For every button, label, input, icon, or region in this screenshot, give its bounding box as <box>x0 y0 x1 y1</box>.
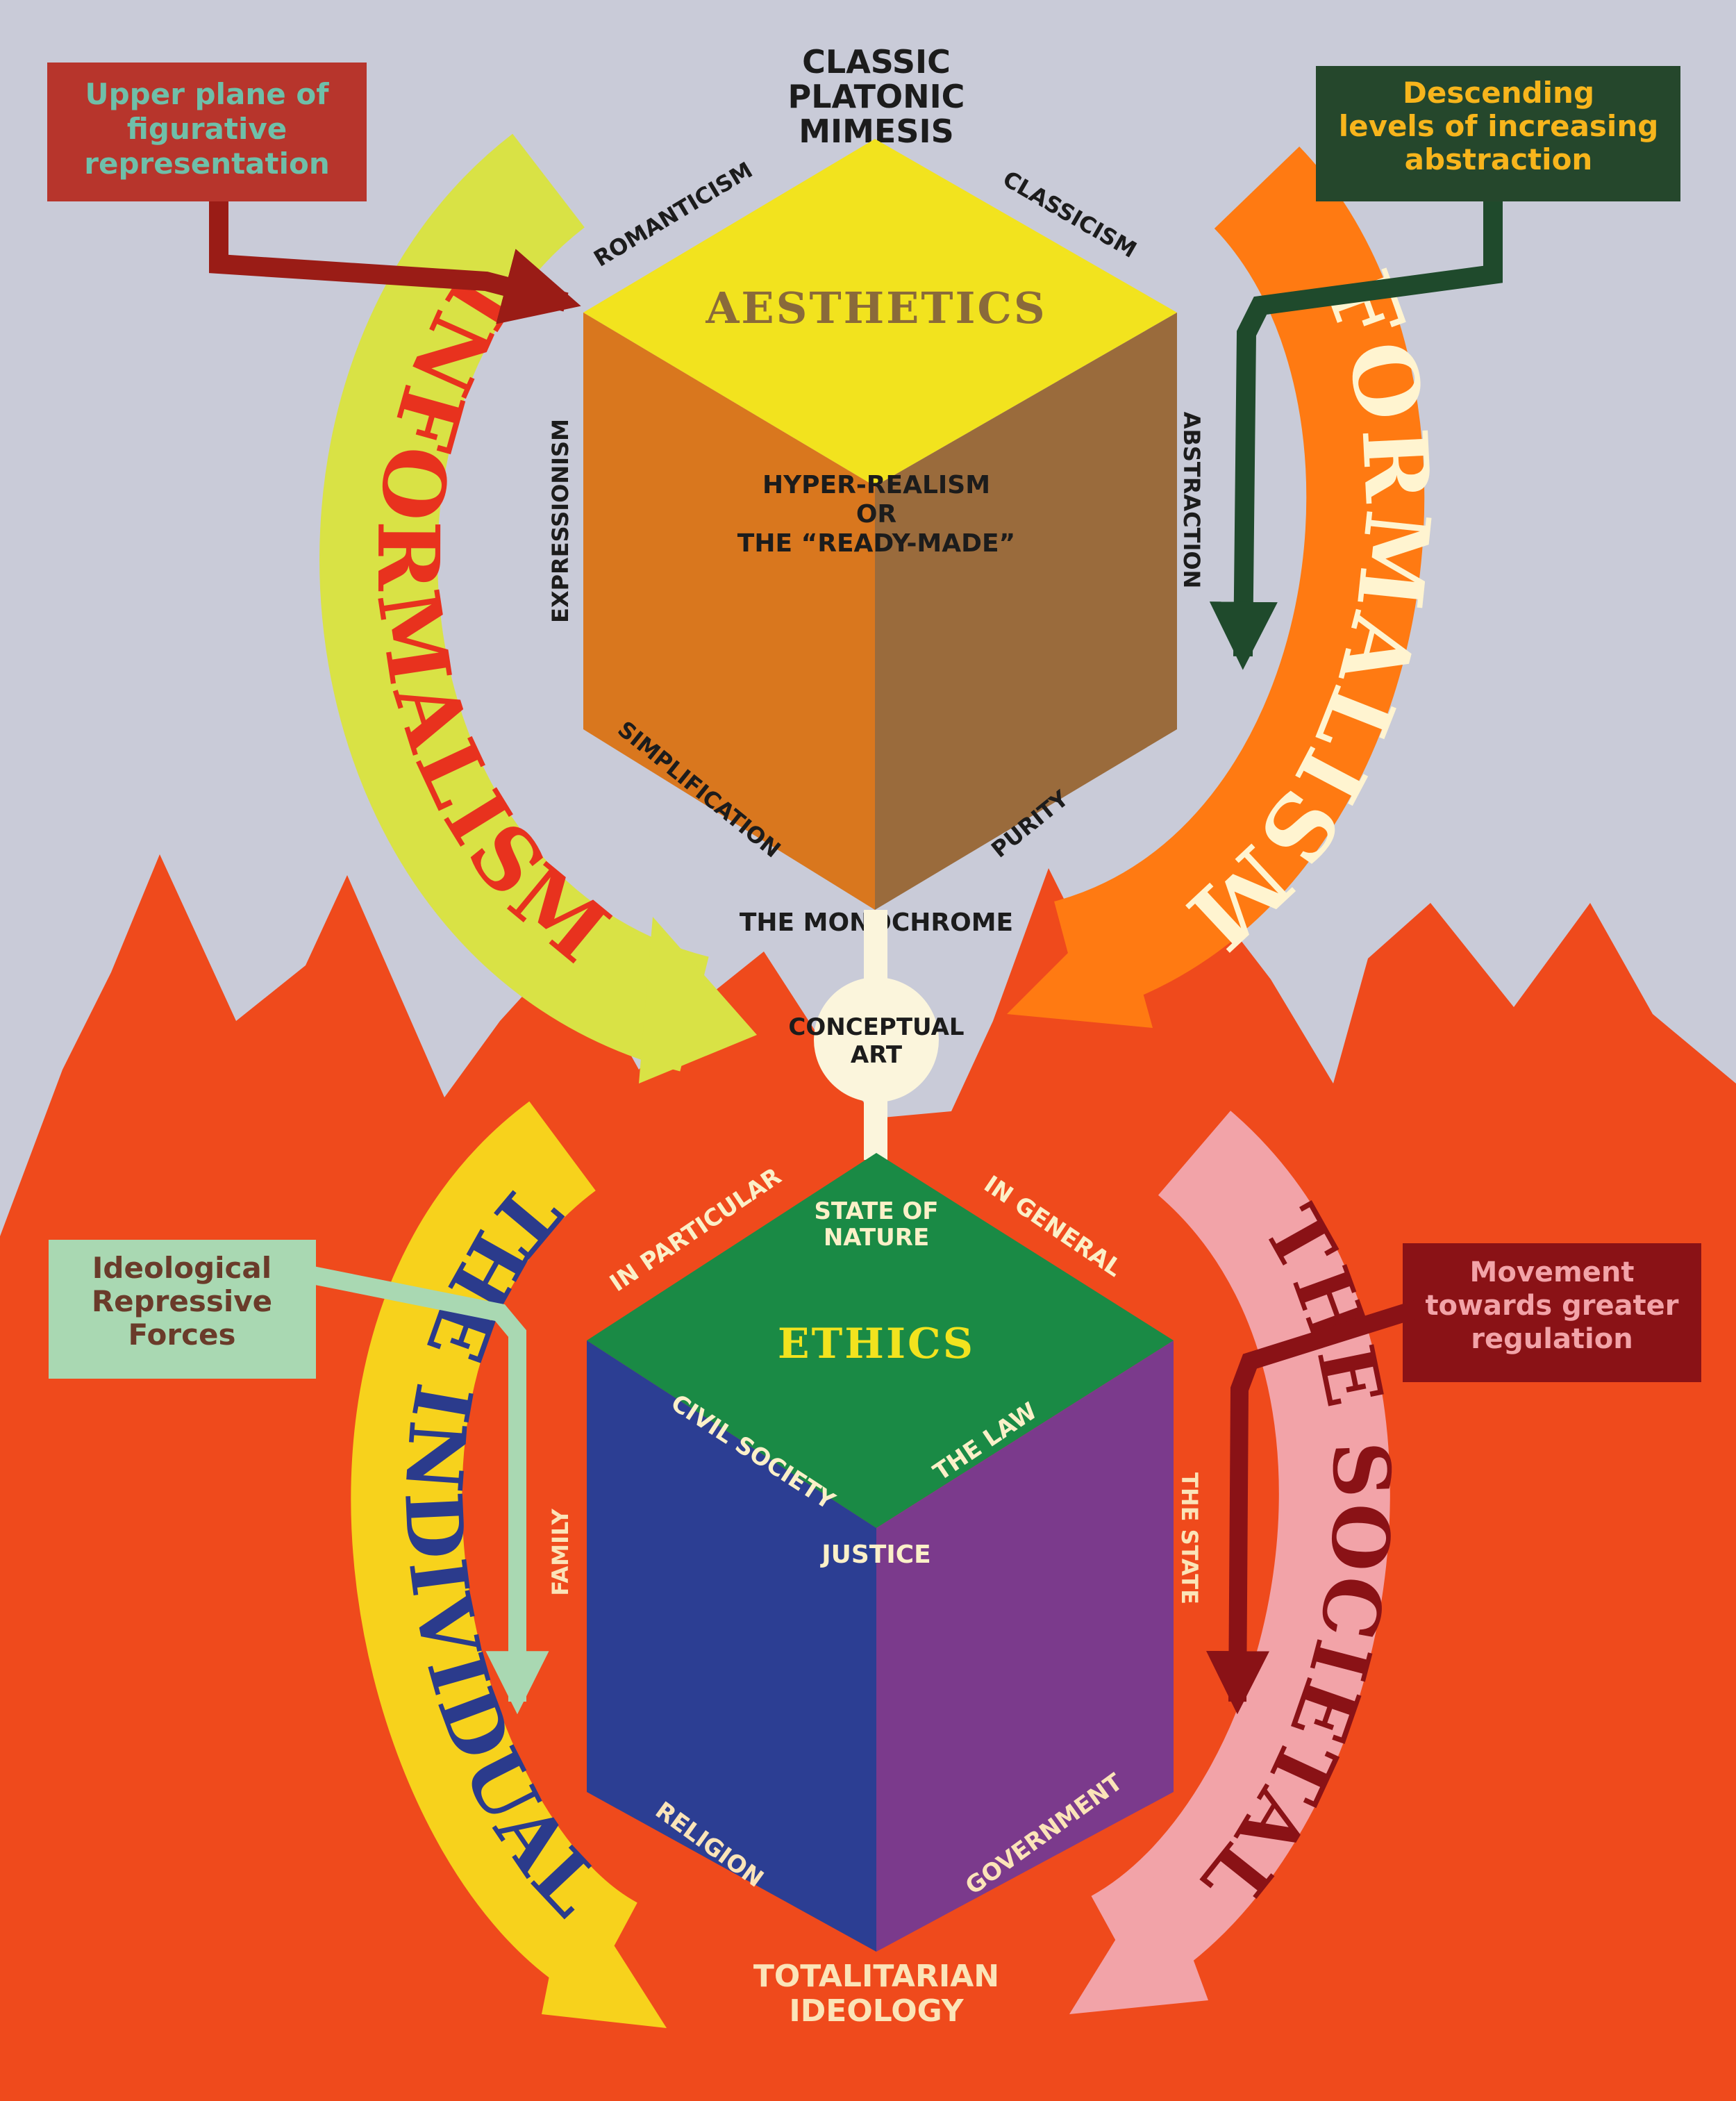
svg-text:HYPER-REALISM: HYPER-REALISM <box>762 471 990 499</box>
conceptual-art-label: CONCEPTUAL ART <box>788 1013 964 1069</box>
svg-text:figurative: figurative <box>127 112 287 146</box>
family-label: FAMILY <box>547 1509 574 1596</box>
abstraction-label: ABSTRACTION <box>1178 412 1205 589</box>
individual-arrow <box>351 1101 667 2028</box>
conceptual-art-circle <box>814 977 939 1102</box>
expressionism-label: EXPRESSIONISM <box>547 419 574 623</box>
aesthetics-cube-right <box>875 313 1177 910</box>
svg-text:Forces: Forces <box>128 1318 236 1352</box>
societal-arrow <box>1069 1111 1390 2014</box>
callout-movement: Movement towards greater regulation <box>1205 1243 1701 1715</box>
ethics-cube <box>587 1153 1174 1952</box>
callout-upper-plane: Upper plane of figurative representation <box>47 63 581 324</box>
ethics-cube-top <box>587 1153 1174 1528</box>
svg-text:Repressive: Repressive <box>92 1284 272 1318</box>
svg-text:CLASSIC: CLASSIC <box>802 43 951 81</box>
callout-descending: Descending levels of increasing abstract… <box>1209 66 1680 670</box>
hyper-realism-label: HYPER-REALISM OR THE “READY-MADE” <box>737 471 1015 558</box>
ideology-label: IDEOLOGY <box>789 1993 964 2029</box>
svg-text:Ideological: Ideological <box>92 1251 272 1285</box>
svg-text:ART: ART <box>851 1041 903 1069</box>
aesthetics-title: AESTHETICS <box>705 283 1046 333</box>
ethics-cube-left <box>587 1340 876 1952</box>
svg-text:PLATONIC: PLATONIC <box>788 78 965 115</box>
svg-text:abstraction: abstraction <box>1405 142 1593 176</box>
svg-text:Descending: Descending <box>1403 76 1594 110</box>
svg-text:OR: OR <box>856 500 896 529</box>
svg-text:representation: representation <box>84 147 330 181</box>
the-state-label: THE STATE <box>1176 1472 1203 1604</box>
callout-ideological: Ideological Repressive Forces <box>49 1240 549 1715</box>
svg-text:Upper plane of: Upper plane of <box>85 77 330 111</box>
svg-text:THE “READY-MADE”: THE “READY-MADE” <box>737 529 1015 558</box>
svg-text:CONCEPTUAL: CONCEPTUAL <box>788 1013 964 1041</box>
ethics-title: ETHICS <box>778 1320 975 1368</box>
svg-text:towards greater: towards greater <box>1425 1290 1678 1322</box>
svg-text:Movement: Movement <box>1470 1256 1635 1288</box>
classic-platonic-mimesis: CLASSIC PLATONIC MIMESIS <box>788 43 965 150</box>
informalism-arrow <box>319 133 757 1083</box>
svg-text:regulation: regulation <box>1471 1323 1633 1355</box>
aesthetics-cube-left <box>583 313 875 910</box>
state-of-nature-label: STATE OF <box>814 1197 938 1225</box>
justice-label: JUSTICE <box>819 1541 931 1569</box>
totalitarian-label: TOTALITARIAN <box>753 1959 999 1994</box>
svg-text:levels of increasing: levels of increasing <box>1339 109 1659 143</box>
aesthetics-cube <box>583 139 1177 910</box>
aesthetics-cube-top <box>583 139 1177 486</box>
state-of-nature-label-2: NATURE <box>824 1224 929 1252</box>
ethics-cube-right <box>876 1340 1174 1952</box>
